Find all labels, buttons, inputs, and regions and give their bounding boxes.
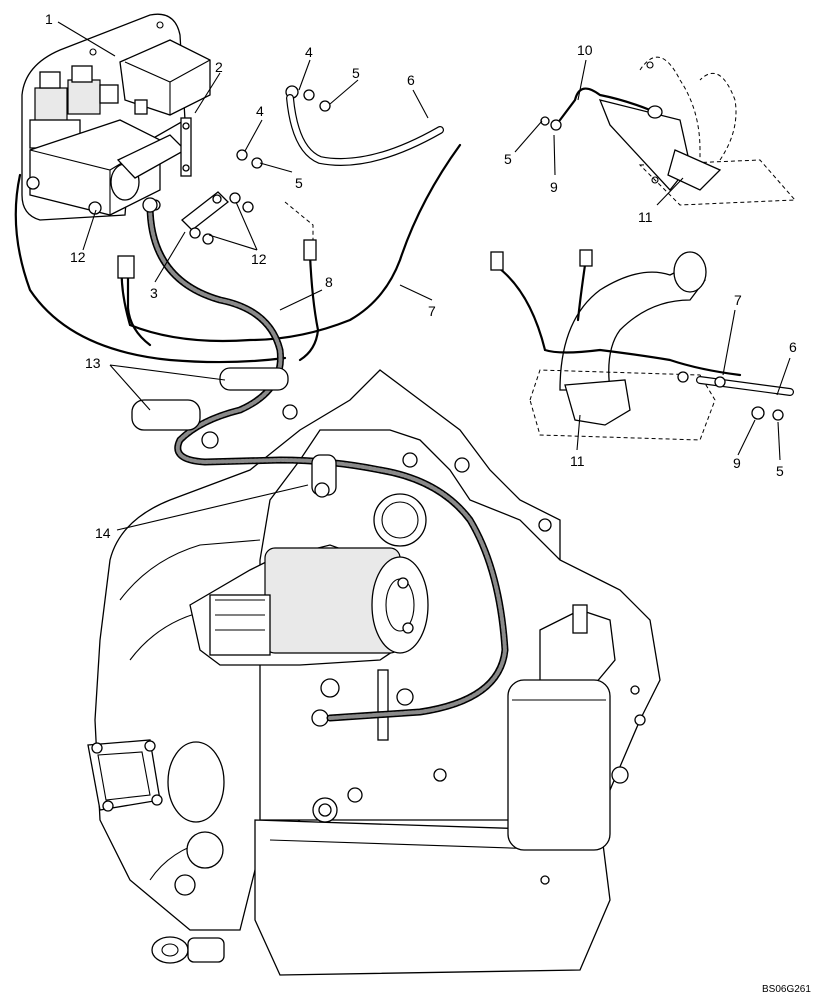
callout-3: 3	[150, 285, 158, 301]
callout-5-inset-top: 5	[504, 151, 512, 167]
callout-9-inset-top: 9	[550, 179, 558, 195]
callout-7-inset-mid: 7	[734, 292, 742, 308]
callout-12-right: 12	[251, 251, 267, 267]
callout-8: 8	[325, 274, 333, 290]
inset-top-right	[540, 56, 797, 206]
callout-5-lower: 5	[295, 175, 303, 191]
starter-motor	[189, 544, 429, 741]
callout-14: 14	[95, 525, 111, 541]
callout-5-inset-mid: 5	[776, 463, 784, 479]
callout-5-upper: 5	[352, 65, 360, 81]
leader-lines	[57, 21, 791, 531]
callout-12-left: 12	[70, 249, 86, 265]
drawing-code: BS06G261	[762, 984, 811, 995]
callout-6: 6	[407, 72, 415, 88]
callout-4-upper: 4	[305, 44, 313, 60]
callout-6-inset-mid: 6	[789, 339, 797, 355]
oil-filter	[507, 604, 616, 851]
inset-middle-right	[490, 249, 794, 441]
callout-1: 1	[45, 11, 53, 27]
cable-loops	[131, 367, 289, 431]
callout-2: 2	[215, 59, 223, 75]
callout-7: 7	[428, 303, 436, 319]
callout-13: 13	[85, 355, 101, 371]
callout-10: 10	[577, 42, 593, 58]
terminal-bottom	[151, 936, 225, 964]
callout-9-inset-mid: 9	[733, 455, 741, 471]
callout-11-inset-top: 11	[638, 209, 653, 225]
callout-4-lower: 4	[256, 103, 264, 119]
ground-cable-7	[120, 143, 462, 343]
callout-11-inset-mid: 11	[570, 453, 585, 469]
relay-panel	[21, 13, 229, 231]
cable-clamp	[311, 454, 337, 498]
callout-labels: 1 2 3 4 4 5 5 6 7 8 12 12 13 14 10 5 9 1…	[45, 11, 797, 541]
